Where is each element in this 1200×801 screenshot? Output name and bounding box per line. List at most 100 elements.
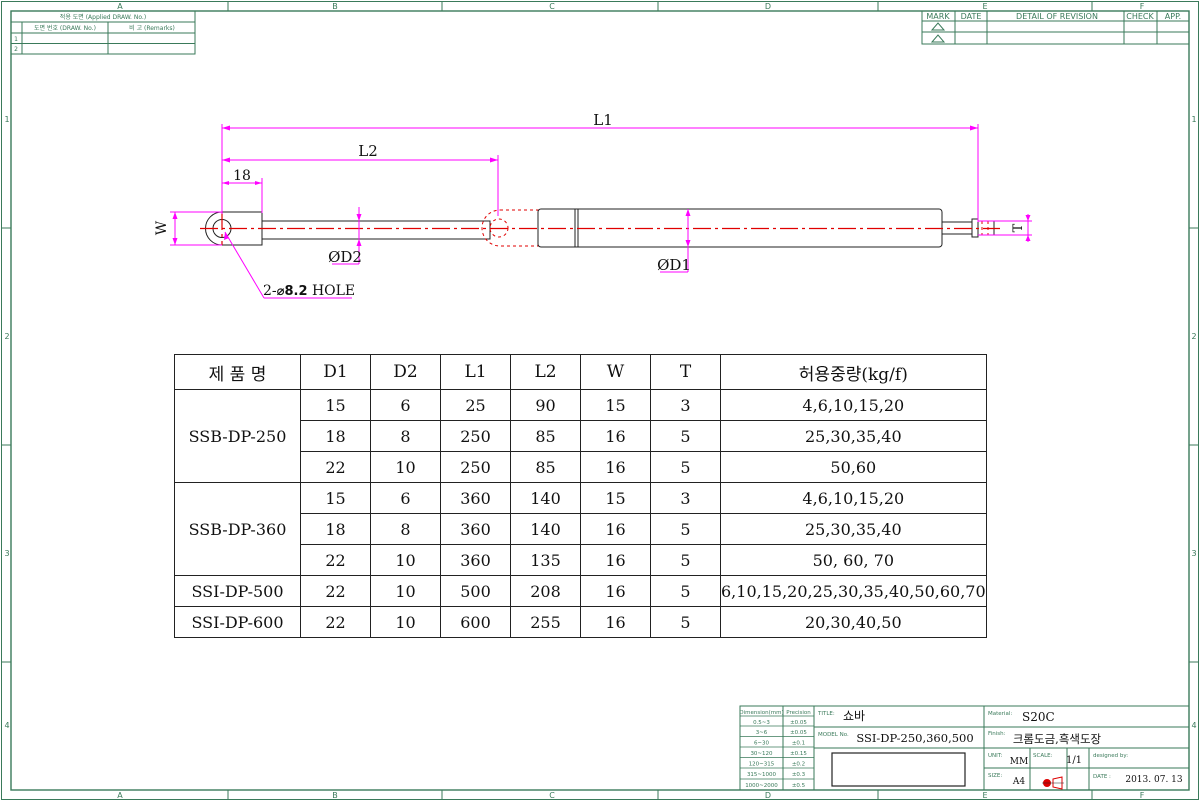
model-label: MODEL No.: [818, 732, 849, 738]
spec-cell: 6: [370, 389, 441, 421]
material-label: Material:: [988, 711, 1012, 717]
spec-cell: 10: [370, 606, 441, 638]
spec-cell: 22: [300, 606, 371, 638]
piston-rod: [261, 220, 491, 240]
apply-header: 적용 도면 (Applied DRAW. No.): [60, 13, 146, 21]
tol-value: ±0.15: [790, 751, 807, 757]
revision-header-date: DATE: [961, 12, 982, 21]
tol-value: ±0.1: [792, 741, 805, 747]
dim-d1-label: ØD1: [657, 256, 691, 274]
tol-value: ±0.05: [790, 720, 807, 726]
spec-cell: 25: [440, 389, 511, 421]
revision-header-detail: DETAIL OF REVISION: [1016, 12, 1098, 21]
apply-row-num: 2: [14, 46, 18, 53]
header-l1: L1: [440, 354, 511, 390]
spec-cell: 16: [580, 575, 651, 607]
spec-cell: 22: [300, 544, 371, 576]
tol-value: ±0.5: [792, 783, 806, 789]
zone-letter: D: [765, 2, 771, 11]
tol-range: 120~315: [749, 762, 775, 768]
spec-cell: 360: [440, 482, 511, 514]
spec-cell: 6: [370, 482, 441, 514]
header-l2: L2: [510, 354, 581, 390]
spec-cell: 15: [580, 482, 651, 514]
dim-18-label: 18: [233, 168, 251, 184]
spec-cell: 18: [300, 513, 371, 545]
spec-cell: 25,30,35,40: [720, 420, 987, 452]
header-d1: D1: [300, 354, 371, 390]
spec-cell: 140: [510, 513, 581, 545]
spec-cell: 10: [370, 544, 441, 576]
finish-value: 크롬도금,흑색도장: [1013, 732, 1102, 746]
zone-letter: F: [1140, 2, 1145, 11]
material-value: S20C: [1022, 710, 1055, 724]
spec-cell: 6,10,15,20,25,30,35,40,50,60,70: [720, 575, 987, 607]
header-w: W: [580, 354, 651, 390]
revision-header-check: CHECK: [1126, 12, 1154, 21]
zone-letter: A: [117, 2, 123, 11]
zone-letter: E: [982, 791, 987, 800]
spec-cell: 600: [440, 606, 511, 638]
tol-range: 1000~2000: [745, 783, 778, 789]
spec-cell: 5: [650, 575, 721, 607]
zone-number: 2: [1191, 332, 1196, 341]
title-label: TITLE:: [817, 711, 835, 717]
zone-letter: E: [982, 2, 987, 11]
spec-table: 제 품 명 D1 D2 L1 L2 W T 허용중량(kg/f) SSB-DP-…: [174, 354, 987, 638]
tol-value: ±0.2: [792, 762, 805, 768]
size-label: SIZE:: [988, 773, 1002, 779]
tol-range: 30~120: [750, 751, 773, 757]
dimensions: L1 L2 18 W ØD2 ØD1: [154, 111, 1032, 299]
product-name-cell: SSB-DP-360: [174, 482, 301, 576]
zone-letter: B: [332, 791, 338, 800]
apply-row-num: 1: [14, 36, 18, 43]
applied-drawing-block: 적용 도면 (Applied DRAW. No.) 도면 번호 (DRAW. N…: [10, 10, 196, 55]
designed-label: designed by:: [1093, 753, 1128, 759]
spec-cell: 16: [580, 606, 651, 638]
revision-block: MARK DATE DETAIL OF REVISION CHECK APP.: [921, 10, 1190, 45]
tol-header-precision: Precision: [786, 710, 811, 716]
date-label: DATE :: [1093, 774, 1111, 780]
spec-cell: 22: [300, 575, 371, 607]
unit-value: MM: [1010, 757, 1028, 767]
spec-cell: 3: [650, 389, 721, 421]
spec-cell: 250: [440, 451, 511, 483]
zone-letter: F: [1140, 791, 1145, 800]
tol-value: ±0.05: [790, 730, 807, 736]
size-value: A4: [1012, 777, 1025, 787]
spec-cell: 16: [580, 513, 651, 545]
spec-cell: 50, 60, 70: [720, 544, 987, 576]
zone-number: 4: [1191, 721, 1196, 730]
spec-cell: 255: [510, 606, 581, 638]
spec-cell: 8: [370, 420, 441, 452]
zone-letter: A: [117, 791, 123, 800]
dim-l1-label: L1: [593, 111, 613, 129]
spec-cell: 5: [650, 451, 721, 483]
header-allowable-load: 허용중량(kg/f): [720, 354, 987, 390]
header-d2: D2: [370, 354, 441, 390]
spec-cell: 208: [510, 575, 581, 607]
spec-cell: 18: [300, 420, 371, 452]
spec-cell: 15: [300, 482, 371, 514]
tol-range: 315~1000: [747, 772, 777, 778]
zone-number: 1: [4, 115, 9, 124]
spec-cell: 90: [510, 389, 581, 421]
revision-header-mark: MARK: [926, 12, 950, 21]
spec-cell: 10: [370, 451, 441, 483]
spec-cell: 5: [650, 513, 721, 545]
zone-number: 3: [1191, 549, 1196, 558]
zone-number: 4: [4, 721, 9, 730]
tol-range: 3~6: [756, 730, 768, 736]
finish-label: Finish:: [988, 731, 1006, 737]
spec-cell: 10: [370, 575, 441, 607]
dim-l2-label: L2: [358, 142, 378, 160]
date-value: 2013. 07. 13: [1125, 775, 1183, 785]
apply-col-remarks: 비 고 (Remarks): [129, 24, 175, 32]
spec-cell: 4,6,10,15,20: [720, 482, 987, 514]
apply-col-drawno: 도면 번호 (DRAW. No.): [34, 24, 96, 32]
product-name-cell: SSI-DP-500: [174, 575, 301, 607]
tol-range: 0.5~3: [753, 720, 770, 726]
